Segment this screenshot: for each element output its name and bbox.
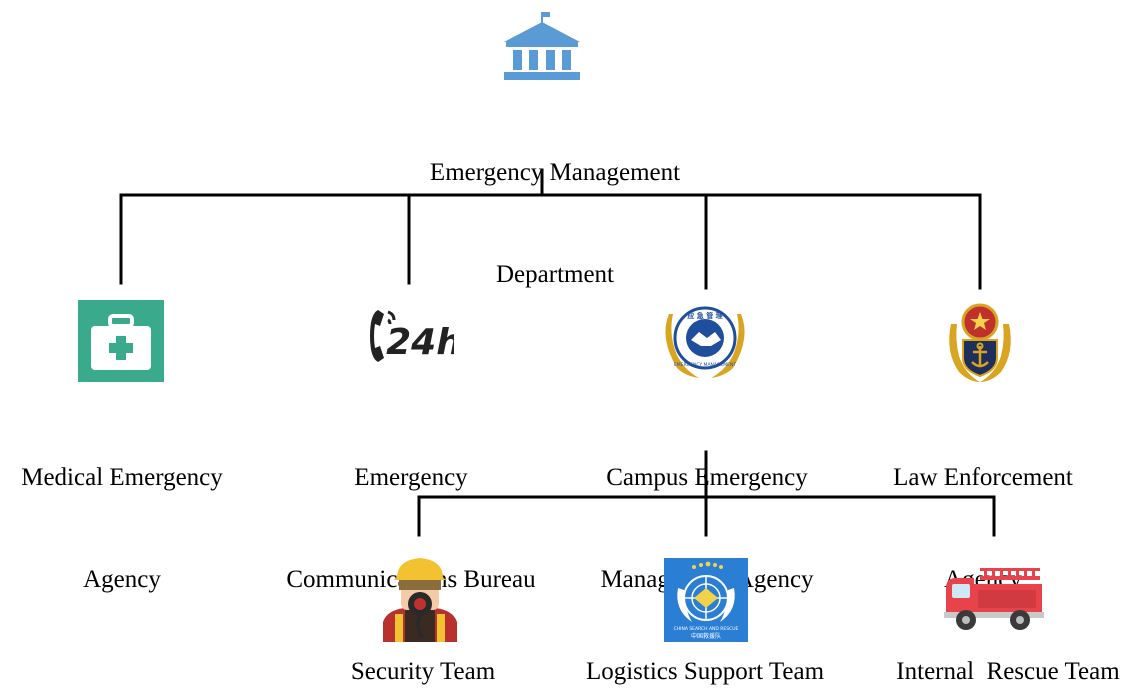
agency-label-line2: Agency — [83, 566, 161, 593]
agency-label-medical: Medical Emergency Agency — [21, 393, 223, 665]
24h-text: 24h — [386, 322, 454, 363]
root-label-line2: Department — [495, 261, 615, 288]
firefighter-icon — [383, 558, 457, 642]
first-aid-kit-icon — [78, 300, 164, 382]
emblem-text: EMERGENCY MANAGEMENT — [674, 362, 736, 368]
china-search-rescue-emblem-icon: CHINA SEARCH AND RESCUE 中国救援队 — [664, 558, 748, 642]
agency-label-line1: Emergency — [354, 464, 468, 491]
emblem-text-cn: 中国救援队 — [691, 632, 721, 640]
agency-label-line1: Law Enforcement — [893, 464, 1073, 491]
emblem-text: CHINA SEARCH AND RESCUE — [674, 626, 739, 632]
24h-phone-icon: 24h — [370, 310, 454, 363]
national-emblem-badge-icon — [949, 303, 1011, 382]
svg-text:应 急 管 理: 应 急 管 理 — [687, 311, 722, 320]
team-label-rescue: Internal Rescue Team — [896, 658, 1120, 685]
emergency-management-emblem-icon: 应 急 管 理 EMERGENCY MANAGEMENT — [665, 306, 745, 378]
root-label: Emergency Management Department — [430, 88, 680, 360]
agency-label-line1: Campus Emergency — [606, 464, 808, 491]
agency-label-line1: Medical Emergency — [21, 464, 223, 491]
team-label-security: Security Team — [350, 658, 496, 685]
team-label-logistics: Logistics Support Team — [585, 658, 825, 685]
fire-truck-icon — [944, 568, 1044, 630]
government-building-icon — [504, 12, 580, 80]
root-label-line1: Emergency Management — [429, 159, 681, 186]
